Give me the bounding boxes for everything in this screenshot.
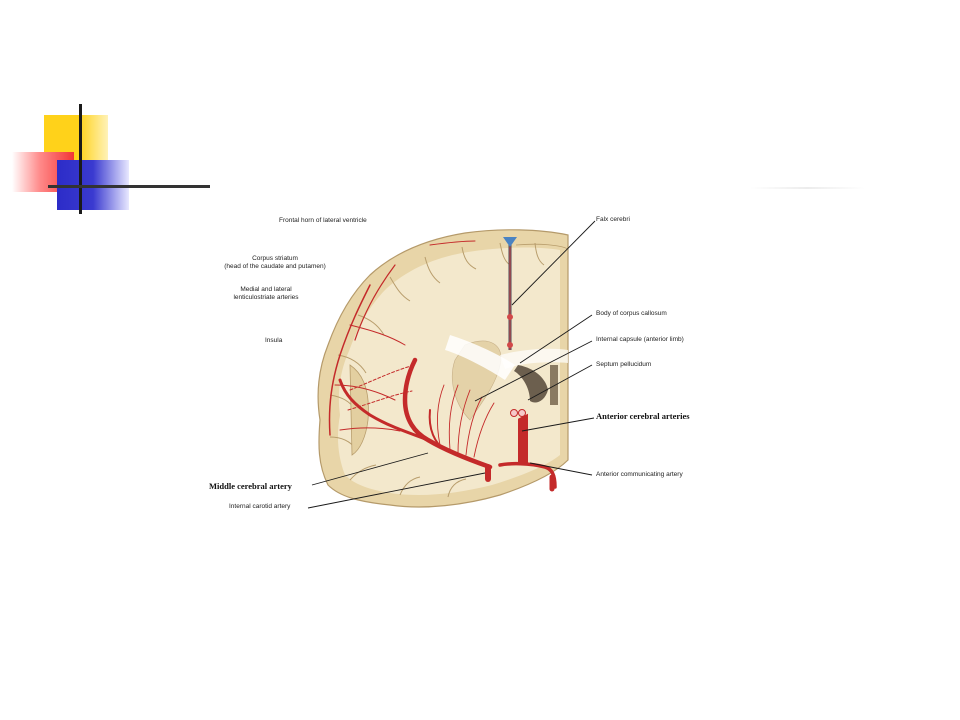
label-anterior-cerebral-arteries: Anterior cerebral arteries — [596, 411, 690, 421]
label-lenticulostriate-2: lenticulostriate arteries — [233, 294, 299, 301]
label-anterior-communicating-artery: Anterior communicating artery — [596, 471, 683, 478]
label-middle-cerebral-artery: Middle cerebral artery — [209, 481, 292, 491]
brain-illustration — [307, 220, 596, 509]
decor-right-line — [750, 187, 865, 189]
label-septum-pellucidum: Septum pellucidum — [596, 361, 652, 368]
label-falx-cerebri: Falx cerebri — [596, 216, 630, 223]
label-internal-carotid-artery: Internal carotid artery — [229, 503, 291, 510]
label-corpus-striatum-sub: (head of the caudate and putamen) — [224, 263, 326, 270]
anterior-cerebral-artery-path — [518, 413, 528, 465]
middle-cerebral-artery-path — [402, 357, 493, 470]
brain-coronal-section-diagram: Frontal horn of lateral ventricle Corpus… — [200, 205, 720, 525]
label-corpus-striatum: Corpus striatum — [252, 255, 298, 262]
decor-vertical-line — [79, 104, 82, 214]
label-frontal-horn: Frontal horn of lateral ventricle — [279, 217, 367, 224]
label-lenticulostriate-1: Medial and lateral — [240, 286, 292, 293]
label-insula: Insula — [265, 337, 283, 344]
decor-horizontal-line — [48, 185, 210, 188]
label-body-corpus-callosum: Body of corpus callosum — [596, 310, 667, 317]
label-internal-capsule: Internal capsule (anterior limb) — [596, 336, 684, 343]
lateral-ventricle — [514, 365, 548, 403]
